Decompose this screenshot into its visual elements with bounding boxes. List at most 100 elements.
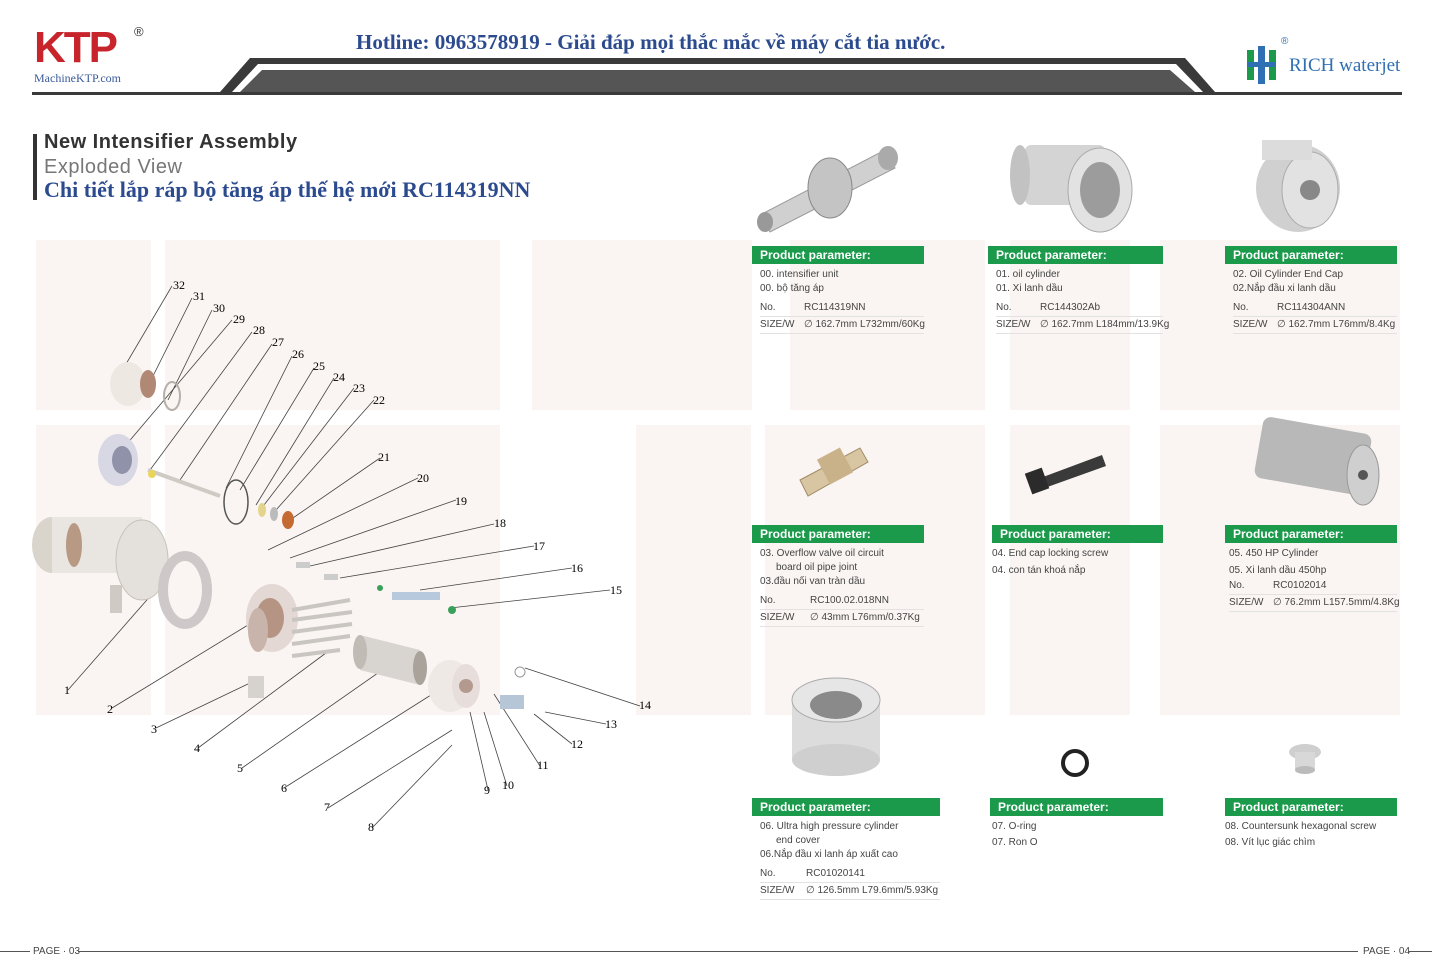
callout-11: 11 [537,758,549,772]
product-card-02: Product parameter: 02. Oil Cylinder End … [1225,246,1397,334]
product-card-02-desc-en: 02. Oil Cylinder End Cap [1233,269,1344,280]
product-card-08: Product parameter: 08. Countersunk hexag… [1225,798,1397,850]
product-card-08-desc-en: 08. Countersunk hexagonal screw [1225,821,1377,832]
product-04-image [1024,455,1106,495]
callout-10: 10 [502,778,514,792]
product-02-image [1256,140,1340,232]
callout-9: 9 [484,783,490,797]
callout-6: 6 [281,781,287,795]
product-card-02-size: ∅ 162.7mm L76mm/8.4Kg [1277,319,1396,330]
exploded-view-diagram: 1 2 3 4 5 6 7 8 9 10 11 12 13 14 15 16 1… [32,278,651,834]
part-end-cap-left-shape [98,434,221,498]
callout-27: 27 [272,335,284,349]
product-01-image [1010,145,1133,233]
callout-28: 28 [253,323,265,337]
callout-4: 4 [194,741,200,755]
product-card-00-header: Product parameter: [752,246,924,264]
product-card-00-size: ∅ 162.7mm L732mm/60Kg [804,319,925,330]
product-card-03-desc-en-2: board oil pipe joint [776,562,858,573]
footer-rule-right [1408,951,1432,952]
product-card-01-desc-vi: 01. Xi lanh dầu [996,283,1063,294]
hotline-banner: Hotline: 0963578919 - Giải đáp mọi thắc … [356,30,946,54]
callout-26: 26 [292,347,304,361]
product-card-03-desc-vi: 03.đầu nối van tràn dầu [760,576,866,587]
callout-17: 17 [533,539,545,553]
header-swoosh [32,58,1402,95]
product-card-01-desc-en: 01. oil cylinder [996,269,1060,280]
product-card-01-no: RC144302Ab [1040,302,1101,313]
ktp-registered-mark: ® [134,24,144,39]
product-card-06-no-label: No. [760,868,776,879]
part-hp-cylinder-shape [353,635,427,685]
product-card-06-size-label: SIZE/W [760,885,795,896]
product-card-01: Product parameter: 01. oil cylinder 01. … [988,246,1169,334]
product-card-03-size: ∅ 43mm L76mm/0.37Kg [810,612,920,623]
callout-1: 1 [64,683,70,697]
product-card-03-no-label: No. [760,595,776,606]
product-card-01-header: Product parameter: [988,246,1163,264]
product-card-04-header: Product parameter: [992,525,1163,543]
callout-15: 15 [610,583,622,597]
part-small-pins-shape [296,562,456,614]
product-card-02-desc-vi: 02.Nắp đầu xi lanh dầu [1233,283,1336,294]
product-card-04: Product parameter: 04. End cap locking s… [992,525,1163,578]
product-card-01-size-label: SIZE/W [996,319,1031,330]
callout-5: 5 [237,761,243,775]
rich-waterjet-brand: RICH waterjet [1289,55,1401,76]
part-orings-shape [223,479,294,529]
callout-30: 30 [213,301,225,315]
part-end-cap-shape [246,584,298,652]
callout-13: 13 [605,717,617,731]
callout-12: 12 [571,737,583,751]
product-card-02-header: Product parameter: [1225,246,1397,264]
callout-20: 20 [417,471,429,485]
product-card-03: Product parameter: 03. Overflow valve oi… [752,525,924,627]
product-card-06-desc-en-2: end cover [776,835,820,846]
product-07-image [1061,749,1089,777]
callout-24: 24 [333,370,345,384]
product-06-image [791,677,881,776]
callout-29: 29 [233,312,245,326]
product-images [757,140,1380,777]
product-card-05: Product parameter: 05. 450 HP Cylinder 0… [1225,525,1400,612]
product-card-05-no-label: No. [1229,580,1245,591]
ktp-logo: KTP [34,23,118,72]
product-card-02-size-label: SIZE/W [1233,319,1268,330]
title-line-1: New Intensifier Assembly [44,131,298,153]
footer-page-left: PAGE · 03 [33,946,81,957]
product-card-05-header: Product parameter: [1225,525,1397,543]
callout-14: 14 [639,698,651,712]
callout-18: 18 [494,516,506,530]
title-line-3: Chi tiết lắp ráp bộ tăng áp thế hệ mới R… [44,177,531,202]
product-card-05-desc-en: 05. 450 HP Cylinder [1229,548,1319,559]
part-fitting-shape [248,676,264,698]
product-card-01-size: ∅ 162.7mm L184mm/13.9Kg [1040,319,1170,330]
footer-rule [78,951,1358,952]
product-card-08-desc-vi: 08. Vít lục giác chìm [1225,837,1316,848]
part-gasket-ring-shape [158,551,212,629]
product-card-05-desc-vi: 05. Xi lanh dầu 450hp [1229,565,1327,576]
product-card-06-header: Product parameter: [752,798,940,816]
ktp-website: MachineKTP.com [34,71,121,85]
product-card-03-size-label: SIZE/W [760,612,795,623]
product-card-05-size: ∅ 76.2mm L157.5mm/4.8Kg [1273,597,1400,608]
product-card-04-desc-en: 04. End cap locking screw [992,548,1109,559]
product-card-03-desc-en-1: 03. Overflow valve oil circuit [760,548,884,559]
product-card-06: Product parameter: 06. Ultra high pressu… [752,798,940,900]
product-03-image [799,447,869,497]
product-card-04-desc-vi: 04. con tán khoá nắp [992,565,1086,576]
footer-rule-left [0,951,30,952]
product-card-08-header: Product parameter: [1225,798,1397,816]
callout-8: 8 [368,820,374,834]
product-card-05-no: RC0102014 [1273,580,1327,591]
product-card-07-desc-vi: 07. Ron O [992,837,1038,848]
callout-19: 19 [455,494,467,508]
title-accent-bar [33,134,37,200]
product-card-00-desc-vi: 00. bộ tăng áp [760,283,824,294]
product-00-image [757,146,898,233]
product-card-06-size: ∅ 126.5mm L79.6mm/5.93Kg [806,885,939,896]
callout-2: 2 [107,702,113,716]
product-08-image [1289,744,1321,774]
product-card-06-desc-en-1: 06. Ultra high pressure cylinder [760,821,899,832]
product-card-06-no: RC01020141 [806,868,865,879]
